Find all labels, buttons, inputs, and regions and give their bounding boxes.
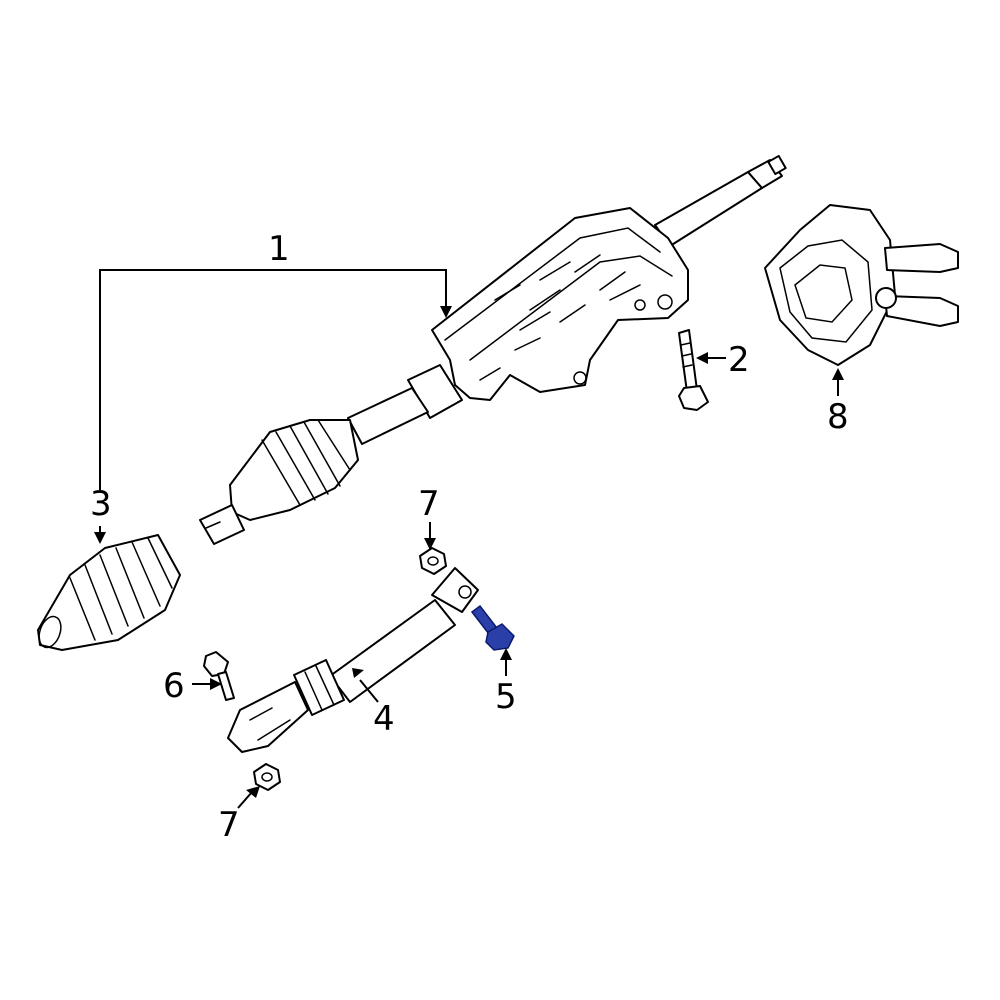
callout-7-lower: 7 <box>218 805 240 845</box>
callout-7-upper: 7 <box>418 484 440 524</box>
callout-6: 6 <box>163 666 185 706</box>
intermediate-shaft-part-4 <box>227 567 479 753</box>
housing-part-8 <box>764 204 959 366</box>
bolt-part-6 <box>203 651 235 701</box>
callout-2: 2 <box>728 340 750 380</box>
callout-4: 4 <box>373 699 395 739</box>
callout-labels: 1 2 3 4 5 6 7 7 8 <box>90 229 849 845</box>
bolt-part-5-highlighted <box>470 604 515 651</box>
callout-1: 1 <box>268 229 290 269</box>
nut-part-7-lower <box>253 763 281 791</box>
boot-part-3 <box>37 534 181 651</box>
callout-5: 5 <box>495 677 517 717</box>
nut-part-7-upper <box>419 547 447 575</box>
bolt-part-2 <box>678 329 709 411</box>
callout-3: 3 <box>90 484 112 524</box>
steering-column-assembly <box>199 154 787 545</box>
callout-8: 8 <box>827 397 849 437</box>
leader-lines <box>94 269 844 809</box>
